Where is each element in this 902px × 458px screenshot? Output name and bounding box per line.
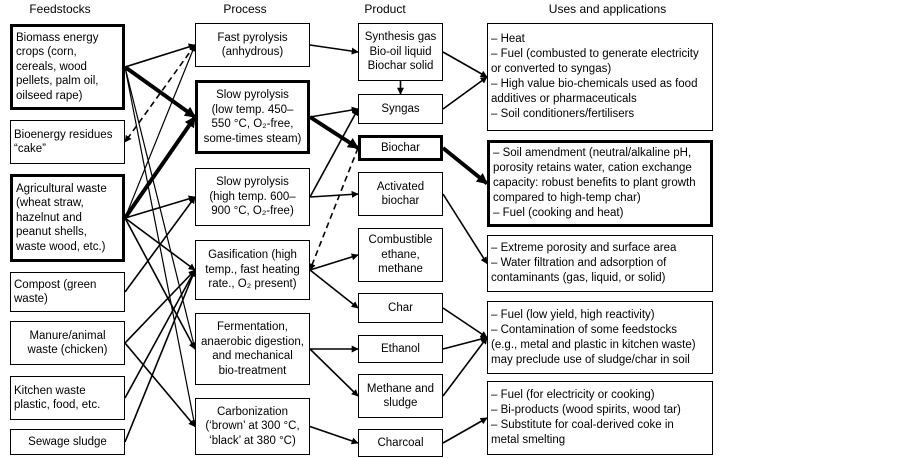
use-porosity-filtration: – Extreme porosity and surface area – Wa… [487,235,713,292]
feedstock-agricultural-waste: Agricultural waste (wheat straw, hazelnu… [10,174,125,262]
arrow-r_char-to-u_fuel_low [442,307,488,339]
use-heat-fuel-chemicals: – Heat – Fuel (combusted to generate ele… [487,23,713,131]
feedstock-sewage-sludge: Sewage sludge [10,429,125,455]
use-fuel-low-yield: – Fuel (low yield, high reactivity) – Co… [487,301,713,374]
arrow-r_synth-to-u_heat [442,51,488,78]
arrow-p_gasif-to-r_char [309,269,359,309]
arrow-r_methane-to-u_fuel_low [442,336,488,397]
arrow-p_slow_low-to-r_biochar [308,115,360,150]
arrow-p_slow_high-to-r_syngas [309,108,359,198]
feedstock-kitchen-waste: Kitchen waste plastic, food, etc. [10,376,125,420]
process-slow-pyrolysis-high: Slow pyrolysis (high temp. 600– 900 °C, … [195,168,310,226]
arrow-r_ethanol-to-u_fuel_low [442,335,488,350]
arrow-f_sewage-to-p_gasif [124,269,196,443]
arrow-p_slow_low-to-r_syngas [309,106,359,118]
feedstock-bioenergy-residues: Bioenergy residues “cake” [10,120,125,164]
arrow-f_agri-to-p_slow_low [123,115,197,220]
arrow-p_slow_high-to-r_activated [309,190,359,198]
process-carbonization: Carbonization (‘brown’ at 300 °C, ‘black… [195,398,310,455]
use-fuel-electricity: – Fuel (for electricity or cooking) – Bi… [487,381,713,455]
arrow-f_biomass-to-p_slow_low [123,65,197,119]
arrow-f_biomass-to-p_fast [124,43,196,68]
arrow-p_gasif-to-r_combust [309,253,359,271]
process-gasification: Gasification (high temp., fast heating r… [195,240,310,300]
header-product: Product [364,2,406,16]
product-combustible-gas: Combustible ethane, methane [358,228,443,282]
arrow-r_charcoal-to-u_fuel_elec [442,417,488,444]
arrow-r_biochar-to-p_gasif [309,147,359,271]
product-ethanol: Ethanol [358,335,443,363]
feedstock-biomass-energy-crops: Biomass energy crops (corn, cereals, woo… [10,24,125,110]
product-char: Char [358,293,443,323]
arrow-f_agri-to-p_slow_high [124,195,196,219]
feedstock-compost: Compost (green waste) [10,272,125,312]
process-fast-pyrolysis: Fast pyrolysis (anhydrous) [195,23,310,67]
header-process: Process [223,2,267,16]
arrow-r_biochar-to-u_soil [441,146,489,186]
arrow-f_agri-to-p_gasif [124,217,196,271]
product-syngas: Syngas [358,94,443,124]
arrow-f_compost-to-p_slow_high [124,196,196,293]
header-uses: Uses and applications [548,2,667,16]
product-synthesis-gas: Synthesis gas Bio-oil liquid Biochar sol… [358,23,443,81]
arrow-f_agri-to-p_ferm [124,217,196,350]
header-feedstocks: Feedstocks [29,2,91,16]
arrow-f_agri-to-p_fast [124,44,196,219]
arrow-f_kitchen-to-p_gasif [124,269,196,399]
arrow-p_ferm-to-r_methane [309,348,359,397]
arrow-r_activated-to-u_porosity [442,193,488,265]
arrow-f_biomass-to-p_ferm [124,66,197,350]
product-charcoal: Charcoal [358,429,443,457]
arrow-p_fast-to-f_residues [124,44,196,143]
product-activated-biochar: Activated biochar [358,172,443,216]
product-methane-sludge: Methane and sludge [358,374,443,418]
process-fermentation: Fermentation, anaerobic digestion, and m… [195,313,310,385]
arrow-f_biomass-to-p_carbon [124,66,198,428]
arrow-f_manure-to-p_gasif [124,269,196,344]
product-biochar: Biochar [358,135,443,161]
process-slow-pyrolysis-low: Slow pyrolysis (low temp. 450– 550 °C, O… [195,80,310,154]
use-soil-amendment: – Soil amendment (neutral/alkaline pH, p… [487,140,713,227]
arrow-f_manure-to-p_carbon [124,342,196,428]
arrow-p_carbon-to-r_charcoal [309,425,359,445]
arrow-r_syngas-to-u_heat [442,76,488,110]
arrow-p_fast-to-r_synth [309,44,359,55]
feedstock-manure: Manure/animal waste (chicken) [10,321,125,365]
